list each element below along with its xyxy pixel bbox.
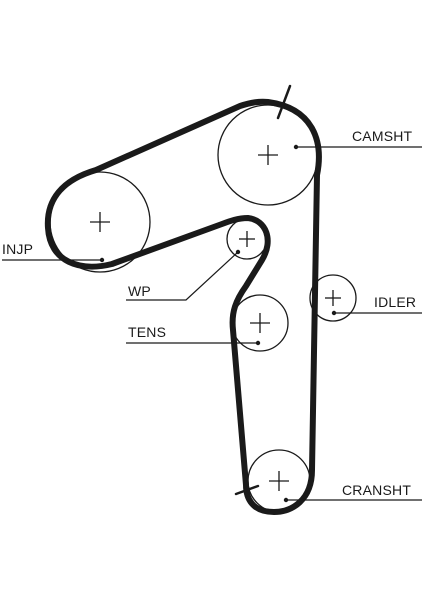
crankshaft-pulley-circle [247,449,311,513]
crankshaft-leader-dot [283,497,289,503]
water-pump-label: WP [128,283,151,299]
camshaft-label: CAMSHT [352,128,413,144]
water-pump-pulley [226,218,268,260]
leader-lines [2,144,422,503]
injection-pump-pulley [49,171,151,273]
camshaft-leader-dot [293,144,299,150]
camshaft-pulley-circle [217,104,319,206]
tensioner-label: TENS [128,324,166,340]
tensioner-leader-dot [255,340,261,346]
idler-pulley-circle [309,274,357,322]
injection-pump-pulley-circle [49,171,151,273]
crankshaft-label: CRANSHT [342,482,411,498]
idler-leader-dot [331,310,337,316]
idler-pulley [309,274,357,322]
water-pump-leader-dot [235,249,241,255]
tensioner-pulley-circle [231,294,289,352]
crankshaft-pulley [234,449,311,513]
camshaft-pulley [217,84,319,206]
injection-pump-leader-dot [99,257,105,263]
tensioner-pulley [231,294,289,352]
crankshaft-timing-mark [234,484,260,496]
water-pump-leader [126,251,239,301]
camshaft-timing-mark [276,84,292,120]
water-pump-pulley-circle [226,218,268,260]
injection-pump-label: INJP [2,241,33,257]
idler-label: IDLER [374,294,416,310]
